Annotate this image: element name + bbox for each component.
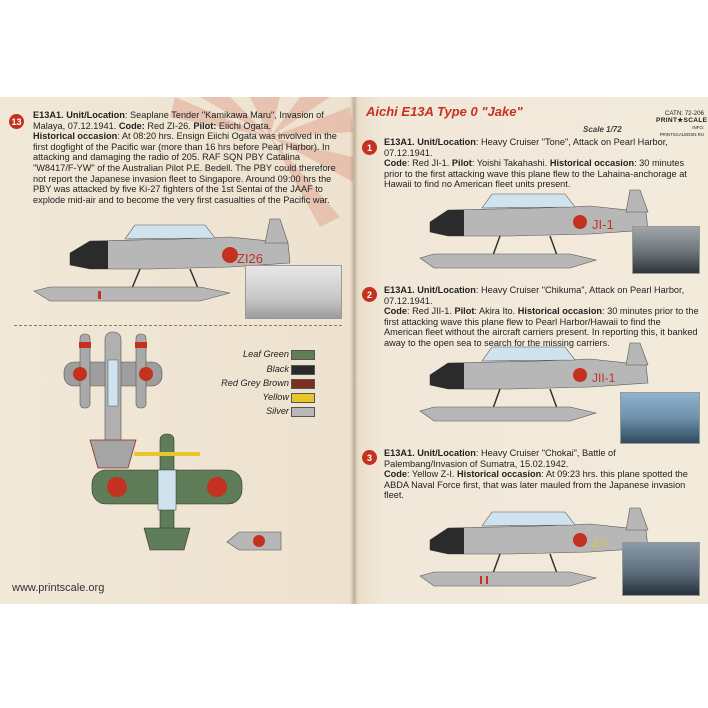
legend-label: Black [266, 364, 289, 374]
rising-sun-decoration [170, 97, 353, 227]
entry-type: E13A1. [33, 110, 64, 120]
scale-label: Scale 1/72 [583, 125, 622, 134]
entry-13-badge: 13 [9, 114, 24, 129]
aircraft-side-view-1: JI-1 [419, 189, 649, 269]
unit-value: : Heavy Cruiser "Tone", Attack on Pearl … [384, 137, 668, 158]
aircraft-top-view-green [91, 433, 243, 551]
legend-label: Red Grey Brown [221, 378, 289, 388]
unit-label: Unit/Location [417, 448, 476, 458]
legend-item-red-grey-brown: Red Grey Brown [215, 378, 325, 389]
page-gutter [350, 97, 358, 604]
legend-label: Yellow [262, 392, 289, 402]
entry-2-text: E13A1. Unit/Location: Heavy Cruiser "Chi… [384, 285, 700, 349]
entry-type: E13A1. [384, 448, 415, 458]
catalog-block: CATN: 72-206 PRINT★SCALE INFO: PRINTSCAL… [656, 110, 708, 138]
color-swatch [291, 393, 315, 403]
code-label: Code: [118, 120, 145, 131]
color-swatch [291, 365, 315, 375]
history-value: : At 08:20 hrs. Ensign Eiichi Ogata was … [33, 131, 337, 205]
unit-label: Unit/Location [66, 110, 125, 120]
page-title: Aichi E13A Type 0 "Jake" [366, 104, 523, 119]
entry-number: 13 [11, 116, 22, 127]
ship-photo-tone [632, 226, 700, 274]
pilot-value: : Akira Ito. [474, 306, 516, 317]
entry-number: 3 [366, 452, 372, 463]
code-label: Code [384, 469, 407, 480]
aircraft-side-view-2: JII-1 [419, 342, 649, 422]
pilot-label: Pilot [451, 158, 472, 169]
history-label: Historical occasion [549, 158, 635, 169]
entry-number: 1 [366, 142, 372, 153]
entry-type: E13A1. [384, 137, 415, 147]
color-swatch [291, 407, 315, 417]
aircraft-code-marking: Z-I [592, 536, 607, 550]
code-value: : Red JI-1. [406, 158, 450, 169]
code-label: Code [384, 306, 407, 317]
ship-photo-chikuma [620, 392, 700, 444]
pilot-value: Eiichi Ogata. [216, 120, 271, 131]
code-value: : Red JII-1. [406, 306, 452, 317]
aircraft-side-view-13: ZI26 [33, 218, 291, 302]
history-label: Historical occasion [33, 131, 118, 142]
ship-photo-chokai [622, 542, 700, 596]
aircraft-side-view-3: Z-I [419, 507, 649, 587]
unit-value: : Heavy Cruiser "Chokai", Battle of Pale… [384, 448, 616, 469]
catalog-number: CATN: 72-206 [664, 110, 704, 117]
float-detail [226, 531, 282, 551]
history-value: : At 09:23 hrs. this plane spotted the A… [384, 469, 688, 501]
unit-value: : Seaplane Tender "Kamikawa Maru", Invas… [33, 110, 324, 131]
code-value: : Yellow Z-I. [406, 469, 455, 480]
history-value: : 30 minutes prior to the first attackin… [384, 306, 699, 348]
aircraft-code-marking: ZI26 [237, 251, 263, 266]
legend-item-yellow: Yellow [215, 392, 325, 403]
pilot-label: Pilot: [193, 120, 217, 131]
code-value: Red ZI-26. [144, 120, 191, 131]
brand-url: INFO: PRINTSCALEDSN.RU [659, 125, 704, 137]
entry-number: 2 [366, 289, 372, 300]
history-label: Historical occasion [517, 306, 603, 317]
legend-label: Silver [266, 406, 289, 416]
aircraft-top-view-silver [63, 331, 163, 469]
legend-item-black: Black [215, 364, 325, 375]
section-divider [14, 325, 342, 326]
unit-label: Unit/Location [417, 285, 476, 295]
code-label: Code [384, 158, 407, 169]
history-value: : 30 minutes prior to the first attackin… [384, 158, 687, 190]
history-label: Historical occasion [457, 469, 542, 480]
entry-type: E13A1. [384, 285, 415, 295]
legend-item-leaf-green: Leaf Green [215, 349, 325, 360]
entry-2-badge: 2 [362, 287, 377, 302]
entry-1-badge: 1 [362, 140, 377, 155]
aircraft-code-marking: JII-1 [592, 371, 616, 385]
entry-3-badge: 3 [362, 450, 377, 465]
website-url: www.printscale.org [12, 582, 105, 594]
unit-value: : Heavy Cruiser "Chikuma", Attack on Pea… [384, 285, 685, 306]
color-swatch [291, 350, 315, 360]
entry-3-text: E13A1. Unit/Location: Heavy Cruiser "Cho… [384, 448, 700, 501]
color-swatch [291, 379, 315, 389]
legend-label: Leaf Green [243, 349, 289, 359]
pilot-value: : Yoishi Takahashi. [471, 158, 548, 169]
entry-13-text: E13A1. Unit/Location: Seaplane Tender "K… [33, 110, 338, 205]
entry-1-text: E13A1. Unit/Location: Heavy Cruiser "Ton… [384, 137, 700, 190]
pilot-label: Pilot [454, 306, 475, 317]
brand-logo: PRINT★SCALE [656, 117, 708, 124]
ship-photo-kamikawa-maru [245, 265, 342, 319]
aircraft-code-marking: JI-1 [592, 217, 614, 232]
unit-label: Unit/Location [417, 137, 476, 147]
legend-item-silver: Silver [215, 406, 325, 417]
